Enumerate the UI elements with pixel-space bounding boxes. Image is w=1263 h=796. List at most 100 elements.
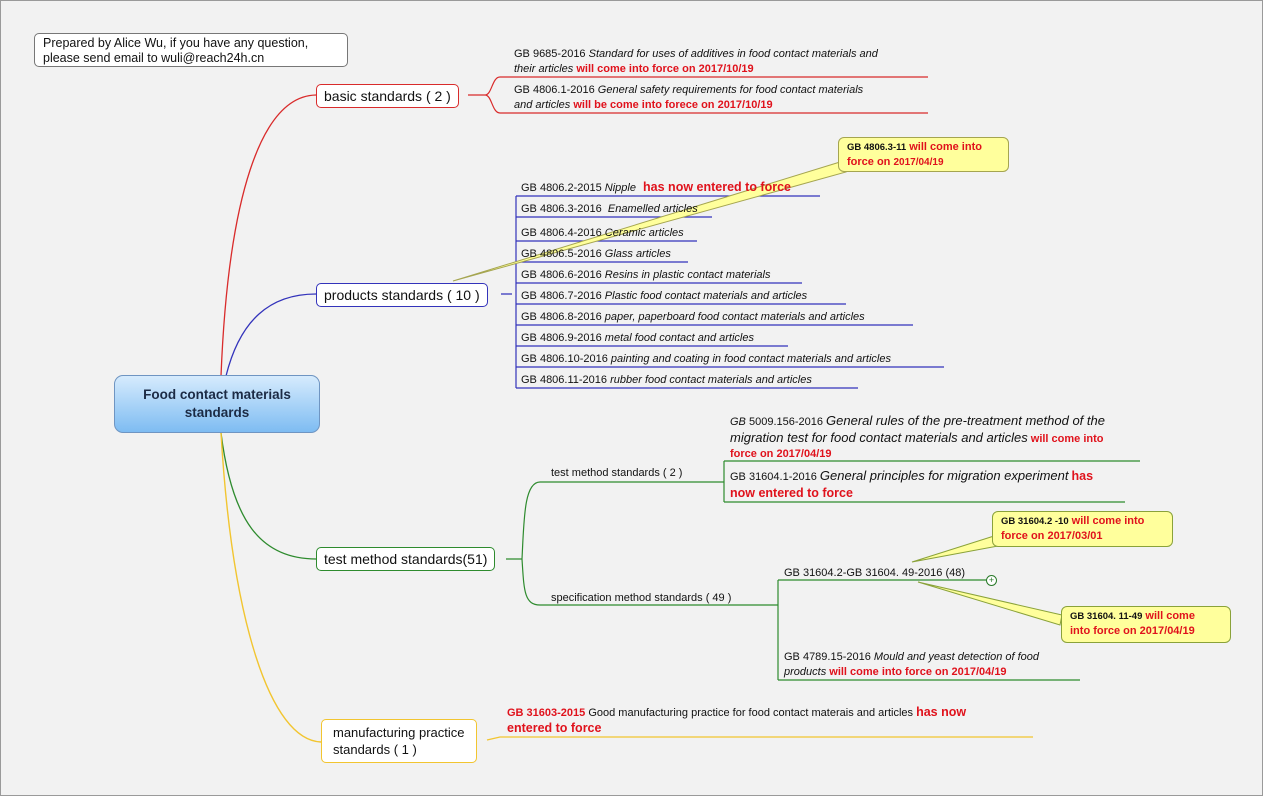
item-code: GB 4806.10-2016: [521, 353, 608, 365]
products-item-9[interactable]: GB 4806.10-2016 painting and coating in …: [521, 352, 891, 367]
item-code: GB 4806.7-2016: [521, 290, 602, 302]
item-code: 5009.156-2016: [748, 416, 823, 428]
item-status-cont: entered to force: [507, 721, 602, 735]
item-code: GB 4806.5-2016: [521, 248, 602, 260]
connector-manufacturing-item: [486, 736, 1033, 741]
item-title: Ceramic articles: [604, 227, 684, 239]
callout-test-1[interactable]: GB 31604.2 -10 will come into force on 2…: [992, 511, 1173, 547]
connector-root-test: [220, 432, 317, 560]
expand-icon[interactable]: +: [986, 575, 997, 586]
item-status: has: [1071, 469, 1094, 483]
callout-date: 2017/04/19: [893, 157, 944, 168]
callout-status-cont: into force on 2017/04/19: [1070, 625, 1195, 637]
products-item-1[interactable]: GB 4806.2-2015 Nipple has now entered to…: [521, 180, 791, 196]
products-item-10[interactable]: GB 4806.11-2016 rubber food contact mate…: [521, 373, 812, 388]
basic-item-2[interactable]: GB 4806.1-2016 General safety requiremen…: [514, 83, 934, 113]
products-item-4[interactable]: GB 4806.5-2016 Glass articles: [521, 247, 671, 262]
test-item-2[interactable]: GB 31604.1-2016 General principles for m…: [730, 468, 1130, 502]
connector-basic-items: [468, 76, 928, 114]
connector-root-products: [225, 293, 317, 377]
branch-label-line1: manufacturing practice: [333, 725, 465, 740]
item-code: GB 4806.1-2016: [514, 84, 595, 96]
branch-manufacturing-practice-standards[interactable]: manufacturing practice standards ( 1 ): [321, 719, 477, 763]
item-title-cont: products: [784, 666, 827, 678]
item-title: Enamelled articles: [607, 203, 698, 215]
item-status-cont: now entered to force: [730, 486, 853, 500]
item-code: GB 4806.11-2016: [521, 374, 608, 386]
callout-pointer-test-1: [911, 535, 999, 563]
callout-test-2[interactable]: GB 31604. 11-49 will come into force on …: [1061, 606, 1231, 643]
test-item-1[interactable]: GB 5009.156-2016 General rules of the pr…: [730, 413, 1140, 462]
item-code: GB 4806.3-2016: [521, 203, 602, 215]
item-title-cont: migration test for food contact material…: [730, 430, 1028, 445]
basic-item-1[interactable]: GB 9685-2016 Standard for uses of additi…: [514, 47, 934, 77]
products-item-3[interactable]: GB 4806.4-2016 Ceramic articles: [521, 226, 684, 241]
branch-products-standards[interactable]: products standards ( 10 ): [316, 283, 488, 307]
item-code: GB 4806.6-2016: [521, 269, 602, 281]
connector-test-sub2-items: [777, 579, 1080, 681]
item-title: Standard for uses of additives in food c…: [588, 48, 878, 60]
item-title: General rules of the pre-treatment metho…: [826, 413, 1105, 428]
item-title: Good manufacturing practice for food con…: [588, 707, 914, 719]
item-title: Plastic food contact materials and artic…: [604, 290, 808, 302]
item-title: painting and coating in food contact mat…: [610, 353, 891, 365]
connector-products-items: [501, 195, 944, 389]
root-node[interactable]: Food contact materials standards: [114, 375, 320, 433]
item-status-cont: force on 2017/04/19: [730, 448, 832, 460]
item-title: General principles for migration experim…: [819, 468, 1069, 483]
item-title: Glass articles: [604, 248, 671, 260]
item-code: GB 4806.4-2016: [521, 227, 602, 239]
sub-test-method-standards[interactable]: test method standards ( 2 ): [551, 467, 683, 479]
branch-label-line2: standards ( 1 ): [333, 742, 417, 757]
callout-code: GB 31604. 11-49: [1070, 611, 1143, 622]
item-status: will come into force on 2017/04/19: [829, 666, 1007, 678]
item-title: Mould and yeast detection of food: [873, 651, 1040, 663]
products-item-2[interactable]: GB 4806.3-2016 Enamelled articles: [521, 202, 698, 217]
manufacturing-item[interactable]: GB 31603-2015 Good manufacturing practic…: [507, 705, 1037, 737]
item-code: GB 31604.1-2016: [730, 471, 817, 483]
item-title-cont: and articles: [514, 99, 571, 111]
callout-code: GB 4806.3-11: [847, 142, 907, 153]
callout-status: will come into: [909, 141, 982, 153]
products-item-6[interactable]: GB 4806.7-2016 Plastic food contact mate…: [521, 289, 807, 304]
item-title: Resins in plastic contact materials: [604, 269, 771, 281]
callout-status: will come: [1145, 610, 1195, 622]
products-item-8[interactable]: GB 4806.9-2016 metal food contact and ar…: [521, 331, 754, 346]
item-title: Nipple: [604, 182, 636, 194]
products-item-7[interactable]: GB 4806.8-2016 paper, paperboard food co…: [521, 310, 865, 325]
branch-basic-standards[interactable]: basic standards ( 2 ): [316, 84, 459, 108]
item-status: will come into: [1030, 433, 1104, 445]
test-item-4789[interactable]: GB 4789.15-2016 Mould and yeast detectio…: [784, 650, 1084, 680]
item-status: has now: [916, 705, 967, 719]
root-node-line2: standards: [184, 405, 250, 420]
callout-products[interactable]: GB 4806.3-11 will come into force on 201…: [838, 137, 1009, 172]
connector-root-manufacturing: [220, 432, 322, 743]
item-title-cont: their articles: [514, 63, 574, 75]
callout-status-cont: force on 2017/03/01: [1001, 530, 1103, 542]
item-code: GB 4806.2-2015: [521, 182, 602, 194]
item-title: paper, paperboard food contact materials…: [604, 311, 865, 323]
item-title: General safety requirements for food con…: [597, 84, 864, 96]
connector-root-basic: [220, 94, 317, 377]
item-code: GB 4806.9-2016: [521, 332, 602, 344]
item-code-prefix: GB: [730, 416, 746, 428]
author-note: Prepared by Alice Wu, if you have any qu…: [34, 33, 348, 67]
item-code: GB 9685-2016: [514, 48, 586, 60]
item-code: GB 4789.15-2016: [784, 651, 871, 663]
author-note-line1: Prepared by Alice Wu, if you have any qu…: [43, 36, 309, 50]
connector-test-subs: [506, 481, 778, 606]
sub-specification-method-standards[interactable]: specification method standards ( 49 ): [551, 592, 732, 604]
item-code: GB 31603-2015: [507, 707, 586, 719]
branch-test-method-standards[interactable]: test method standards(51): [316, 547, 496, 571]
products-item-5[interactable]: GB 4806.6-2016 Resins in plastic contact…: [521, 268, 770, 283]
callout-status: will come into: [1071, 515, 1145, 527]
test-group-31604[interactable]: GB 31604.2-GB 31604. 49-2016 (48): [784, 567, 966, 579]
item-status: will be come into forece on 2017/10/19: [573, 99, 773, 111]
callout-code: GB 31604.2 -10: [1001, 516, 1069, 527]
author-note-line2: please send email to wuli@reach24h.cn: [43, 51, 265, 65]
callout-pointer-test-2: [917, 581, 1063, 626]
item-status: will come into force on 2017/10/19: [576, 63, 754, 75]
root-node-line1: Food contact materials: [143, 387, 291, 402]
callout-status-cont: force on: [847, 156, 891, 168]
